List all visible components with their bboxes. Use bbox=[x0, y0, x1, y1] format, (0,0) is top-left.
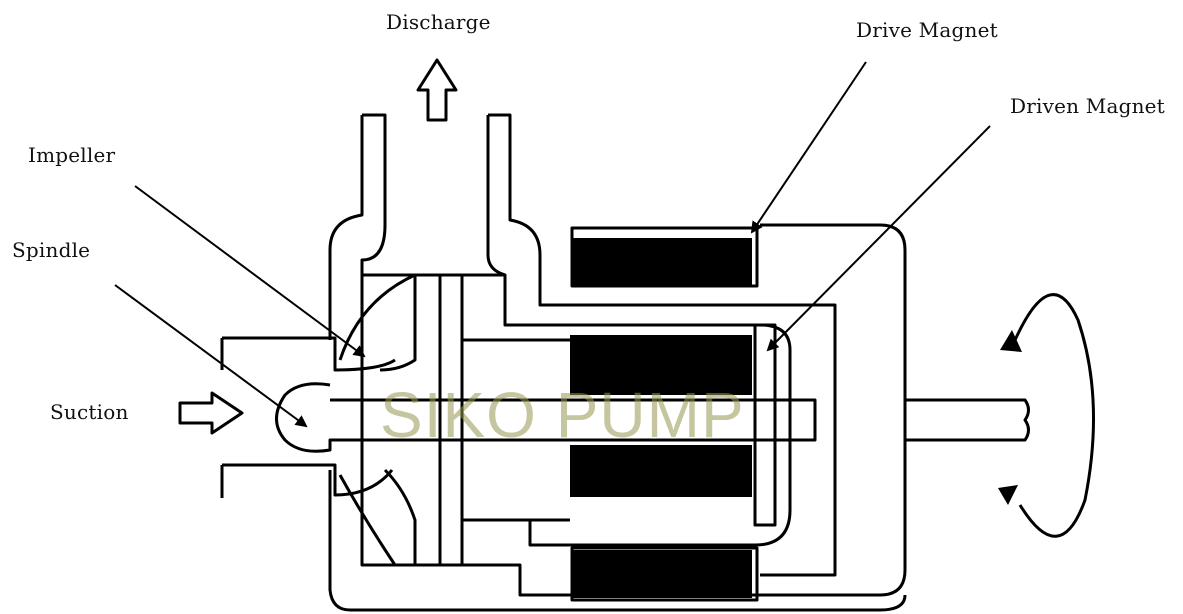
leader-spindle bbox=[114, 284, 308, 428]
pump-casing-bottom bbox=[328, 470, 907, 612]
discharge-label: Discharge bbox=[386, 10, 491, 34]
impeller-label: Impeller bbox=[28, 143, 116, 167]
discharge-arrow bbox=[416, 58, 458, 122]
discharge-inner-right bbox=[486, 115, 570, 327]
drive-shaft bbox=[905, 398, 1030, 442]
driven-hub bbox=[462, 338, 755, 547]
rotation-arrowhead bbox=[1000, 330, 1022, 352]
leader-driven-magnet bbox=[766, 125, 991, 352]
driven-magnet-label: Driven Magnet bbox=[1010, 94, 1165, 118]
spindle bbox=[275, 382, 817, 453]
leader-drive-magnet bbox=[750, 61, 867, 234]
rotation-arrow bbox=[1010, 293, 1096, 538]
spindle-label: Spindle bbox=[12, 238, 91, 262]
suction-arrow bbox=[178, 391, 244, 435]
pump-casing-outer-left bbox=[328, 115, 364, 340]
driven-magnet-bottom bbox=[570, 445, 752, 497]
driven-magnet-top bbox=[570, 335, 752, 395]
leader-impeller bbox=[134, 185, 366, 358]
rotation-arrowhead-bottom bbox=[998, 485, 1018, 505]
suction-pipe-bottom bbox=[222, 463, 394, 497]
suction-pipe-top bbox=[222, 336, 396, 372]
suction-label: Suction bbox=[50, 400, 129, 424]
watermark: SIKO PUMP bbox=[380, 379, 745, 451]
drive-magnet-label: Drive Magnet bbox=[856, 18, 998, 42]
drive-magnet-bottom bbox=[572, 550, 752, 598]
impeller-blade-bottom bbox=[338, 468, 417, 567]
pump-casing-outer bbox=[360, 113, 907, 597]
impeller-blade-top bbox=[338, 273, 417, 372]
driven-magnet-frame bbox=[753, 323, 777, 527]
drive-magnet-top bbox=[572, 238, 752, 286]
discharge-right-wall bbox=[488, 113, 837, 577]
